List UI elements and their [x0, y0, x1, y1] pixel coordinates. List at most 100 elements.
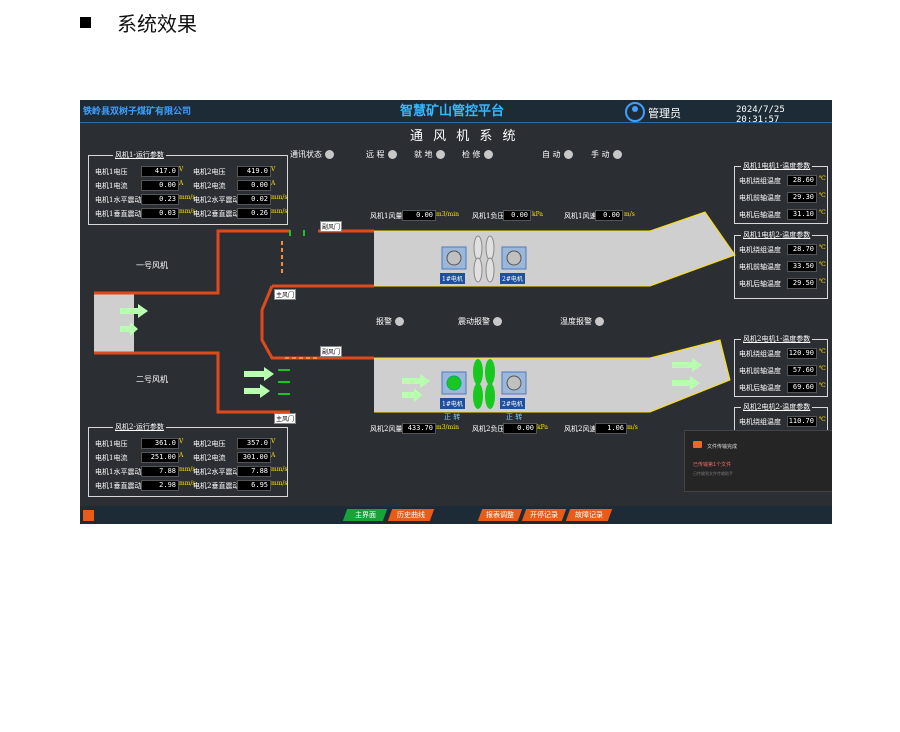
fan1-panel-v1-0: 417.0	[141, 166, 179, 177]
fan1-diffuser	[650, 212, 735, 286]
bullet-square-icon	[80, 16, 91, 28]
temp-1-value-1: 33.50	[787, 261, 817, 272]
fan2-panel-l1-0: 电机1电压	[95, 440, 128, 448]
fan2-panel-v2-2: 7.88	[237, 466, 271, 477]
fan2-panel-v1-2: 7.88	[141, 466, 179, 477]
file-transfer-notification[interactable]: 文件传输完成 已传输第1个文件 已传输到文件传输助手	[684, 430, 832, 492]
vibration-alarm-indicator: 震动报警	[458, 316, 502, 327]
fan1-panel-l1-1: 电机1电流	[95, 182, 128, 190]
fan2-motor1-forward: 正 转	[444, 413, 461, 421]
fan2-pressure-value: 0.00	[503, 423, 537, 434]
fan2-panel-u2-0: V	[271, 438, 276, 445]
fan1-speed-label: 风机1风速	[564, 212, 597, 220]
fan1-panel-u1-1: A	[179, 180, 184, 187]
fan1-panel-u1-3: mm/s	[179, 208, 196, 215]
temp-3-unit-0: ℃	[819, 416, 826, 423]
fan2-panel-l1-3: 电机1垂直震动	[95, 482, 142, 490]
auto-lamp-icon	[563, 150, 573, 159]
temp-0-unit-0: ℃	[819, 175, 826, 182]
temp-alarm-lamp-icon	[595, 317, 604, 326]
temp-1-unit-0: ℃	[819, 244, 826, 251]
status-maintain[interactable]: 检 修	[462, 149, 493, 160]
temp-0-label-2: 电机后轴温度	[739, 211, 781, 219]
status-local[interactable]: 就 地	[414, 149, 445, 160]
status-manual[interactable]: 手 动	[591, 149, 622, 160]
fan1-panel-l2-3: 电机2垂直震动	[193, 210, 240, 218]
user-icon[interactable]	[625, 102, 645, 122]
fan1-panel-l2-0: 电机2电压	[193, 168, 226, 176]
fan2-bypass-door-label[interactable]: 副风门	[320, 346, 343, 357]
inlet-duct	[94, 293, 134, 353]
scada-screen: 铁岭县双树子煤矿有限公司 智慧矿山管控平台 管理员 2024/7/25 20:3…	[80, 100, 832, 524]
notification-title: 文件传输完成	[707, 444, 738, 450]
fan1-panel-l1-2: 电机1水平震动	[95, 196, 142, 204]
temp-1-label-0: 电机绕组温度	[739, 246, 781, 254]
alarm-indicator: 报警	[376, 316, 404, 327]
maintain-lamp-icon	[483, 150, 493, 159]
bottom-nav: 主界面 历史曲线 报表调整 开停记录 故障记录	[80, 506, 832, 524]
nav-report[interactable]: 报表调整	[477, 509, 523, 521]
temp-3-label-0: 电机绕组温度	[739, 418, 781, 426]
fan1-run-panel-title: 风机1-运行参数	[113, 150, 166, 160]
fan2-speed-label: 风机2风速	[564, 425, 597, 433]
alarm-lamp-icon	[395, 317, 404, 326]
fan2-main-door-label[interactable]: 主风门	[274, 413, 297, 424]
fan1-pressure-label: 风机1负压	[472, 212, 505, 220]
notification-sub: 已传输到文件传输助手	[693, 471, 733, 476]
fan1-bypass-door-label[interactable]: 副风门	[320, 221, 343, 232]
fan1-panel-v2-3: 0.26	[237, 208, 271, 219]
vibration-alarm-lamp-icon	[493, 317, 502, 326]
grid-menu-icon[interactable]	[83, 510, 94, 521]
temp-2-label-0: 电机绕组温度	[739, 350, 781, 358]
temp-2-unit-0: ℃	[819, 348, 826, 355]
fan2-pressure-label: 风机2负压	[472, 425, 505, 433]
manual-lamp-icon	[612, 150, 622, 159]
fan1-panel-l2-2: 电机2水平震动	[193, 196, 240, 204]
fan2-panel-u2-3: mm/s	[271, 480, 288, 487]
temp-1-unit-2: ℃	[819, 278, 826, 285]
fan2-panel-l2-3: 电机2垂直震动	[193, 482, 240, 490]
fan1-pressure-value: 0.00	[503, 210, 531, 221]
document-heading-text: 系统效果	[117, 11, 197, 36]
fan1-motor1-label: 1#电机	[440, 273, 465, 284]
fan1-panel-v1-2: 0.23	[141, 194, 179, 205]
fan1-panel-v1-1: 0.00	[141, 180, 179, 191]
fan1-motor2-label: 2#电机	[500, 273, 525, 284]
fan1-panel-v1-3: 0.03	[141, 208, 179, 219]
fan2-panel-v2-0: 357.0	[237, 438, 271, 449]
temp-0-label-1: 电机前轴温度	[739, 194, 781, 202]
fan1-air-volume-label: 风机1风量	[370, 212, 403, 220]
fan2-panel-u2-1: A	[271, 452, 276, 459]
nav-main[interactable]: 主界面	[342, 509, 388, 521]
fan2-panel-u1-3: mm/s	[179, 480, 196, 487]
nav-fault-log[interactable]: 故障记录	[565, 509, 613, 521]
fan2-panel-l2-2: 电机2水平震动	[193, 468, 240, 476]
fan2-panel-u2-2: mm/s	[271, 466, 288, 473]
status-auto[interactable]: 自 动	[542, 149, 573, 160]
fan2-panel-l1-2: 电机1水平震动	[95, 468, 142, 476]
nav-start-stop-log[interactable]: 开停记录	[521, 509, 567, 521]
status-comm: 通讯状态	[290, 149, 334, 160]
temp-0-value-0: 28.60	[787, 175, 817, 186]
fan1-panel-u1-2: mm/s	[179, 194, 196, 201]
fan2-panel-v1-3: 2.98	[141, 480, 179, 491]
status-remote[interactable]: 远 程	[366, 149, 397, 160]
fan2-panel-u1-1: A	[179, 452, 184, 459]
fan2-panel-v2-1: 301.00	[237, 452, 271, 463]
fan1-main-door-label[interactable]: 主风门	[274, 289, 297, 300]
fan2-panel-l1-1: 电机1电流	[95, 454, 128, 462]
fan1-panel-u2-1: A	[271, 180, 276, 187]
user-name[interactable]: 管理员	[648, 107, 681, 120]
comm-lamp-icon	[325, 150, 334, 159]
fan1-panel-u2-0: V	[271, 166, 276, 173]
temp-2-unit-2: ℃	[819, 382, 826, 389]
nav-history-curve[interactable]: 历史曲线	[387, 509, 435, 521]
document-heading: 系统效果	[80, 8, 197, 36]
platform-title: 智慧矿山管控平台	[400, 104, 505, 119]
fan2-panel-v1-1: 251.00	[141, 452, 179, 463]
local-lamp-icon	[435, 150, 445, 159]
fan2-air-volume-value: 433.70	[402, 423, 436, 434]
folder-icon	[693, 441, 702, 448]
